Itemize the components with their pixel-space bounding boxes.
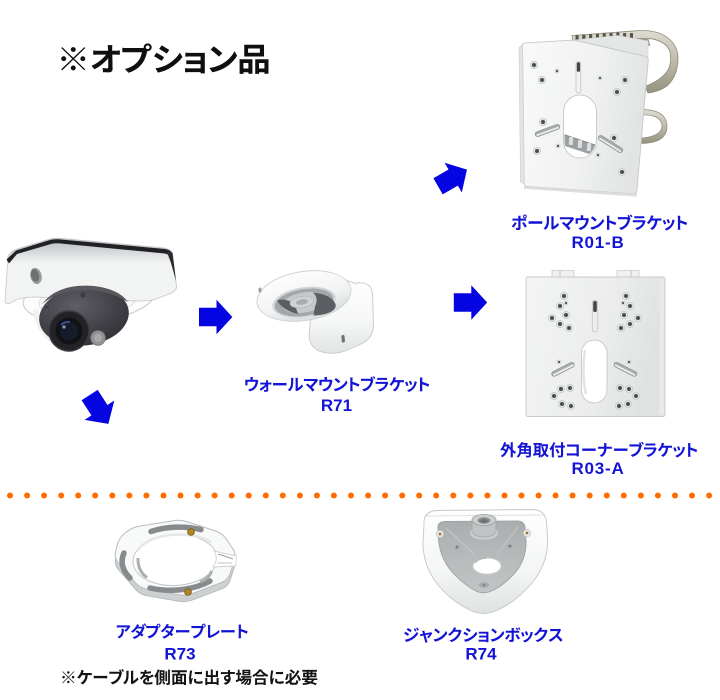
svg-text:R71: R71 <box>321 396 352 415</box>
svg-text:R74: R74 <box>465 645 497 664</box>
svg-text:R03-A: R03-A <box>571 459 624 478</box>
svg-text:R01-B: R01-B <box>571 233 624 252</box>
svg-text:R73: R73 <box>164 645 195 664</box>
